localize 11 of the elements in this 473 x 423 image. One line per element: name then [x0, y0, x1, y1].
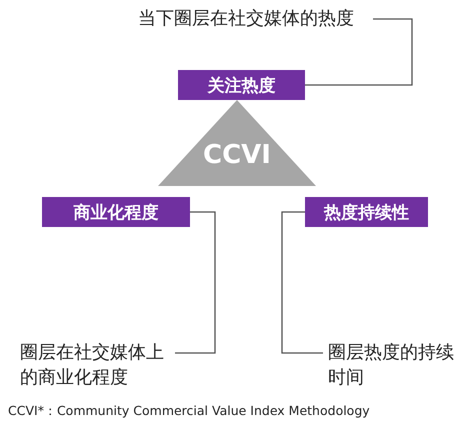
metric-box: 关注热度 [178, 70, 305, 100]
caption: CCVI*：Community Commercial Value Index Methodology [8, 403, 370, 420]
index-label: CCVI [203, 140, 271, 170]
metric-box: 商业化程度 [42, 197, 190, 227]
description-text: 圈层热度的持续时间 [328, 340, 463, 392]
description-text: 当下圈层在社交媒体的热度 [138, 6, 370, 32]
leader-line [175, 211, 216, 354]
leader-line [281, 211, 323, 354]
description-text: 圈层在社交媒体上的商业化程度 [20, 340, 170, 392]
leader-line [305, 18, 413, 86]
metric-box: 热度持续性 [305, 197, 428, 227]
